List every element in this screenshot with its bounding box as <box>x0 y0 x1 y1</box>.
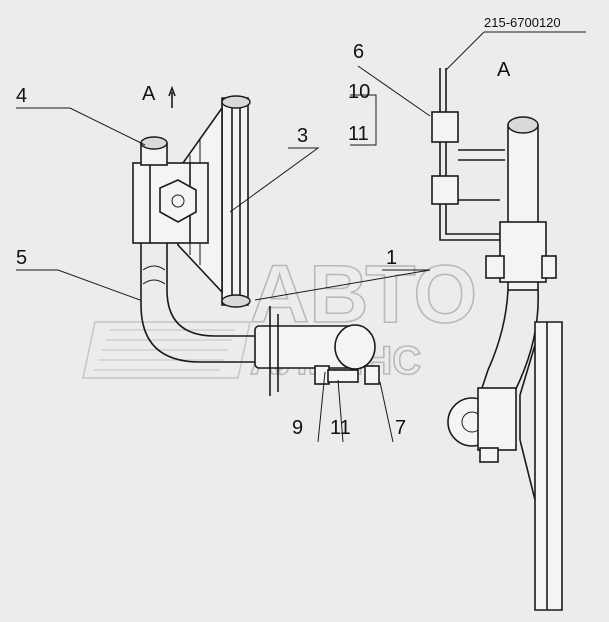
callout-1: 1 <box>386 247 397 269</box>
left-view-mirror <box>132 95 380 396</box>
callout-10: 10 <box>348 81 370 103</box>
callout-3: 3 <box>297 125 308 147</box>
callout-5: 5 <box>16 247 27 269</box>
clamp-nut <box>159 179 197 223</box>
right-view-mirror <box>431 68 563 611</box>
bracket-bolt-upper <box>431 111 459 143</box>
view-label-right: A <box>497 59 511 81</box>
part-number: 215-6700120 <box>484 15 561 30</box>
rod-clamp <box>499 221 547 283</box>
leader-lines <box>16 31 586 443</box>
callout-7: 7 <box>395 417 406 439</box>
callout-11-top: 11 <box>348 123 369 145</box>
callout-11-bottom: 11 <box>330 417 351 439</box>
bracket-bolt-lower <box>431 175 459 205</box>
callout-9: 9 <box>292 417 303 439</box>
eye-clamp <box>477 387 517 451</box>
callout-labels: A A 215-6700120 4 3 5 1 6 10 11 9 11 7 <box>16 15 561 439</box>
callout-4: 4 <box>16 85 27 107</box>
view-label-left: A <box>142 83 156 105</box>
callout-6: 6 <box>353 41 364 63</box>
right-mirror-glass <box>534 321 563 611</box>
